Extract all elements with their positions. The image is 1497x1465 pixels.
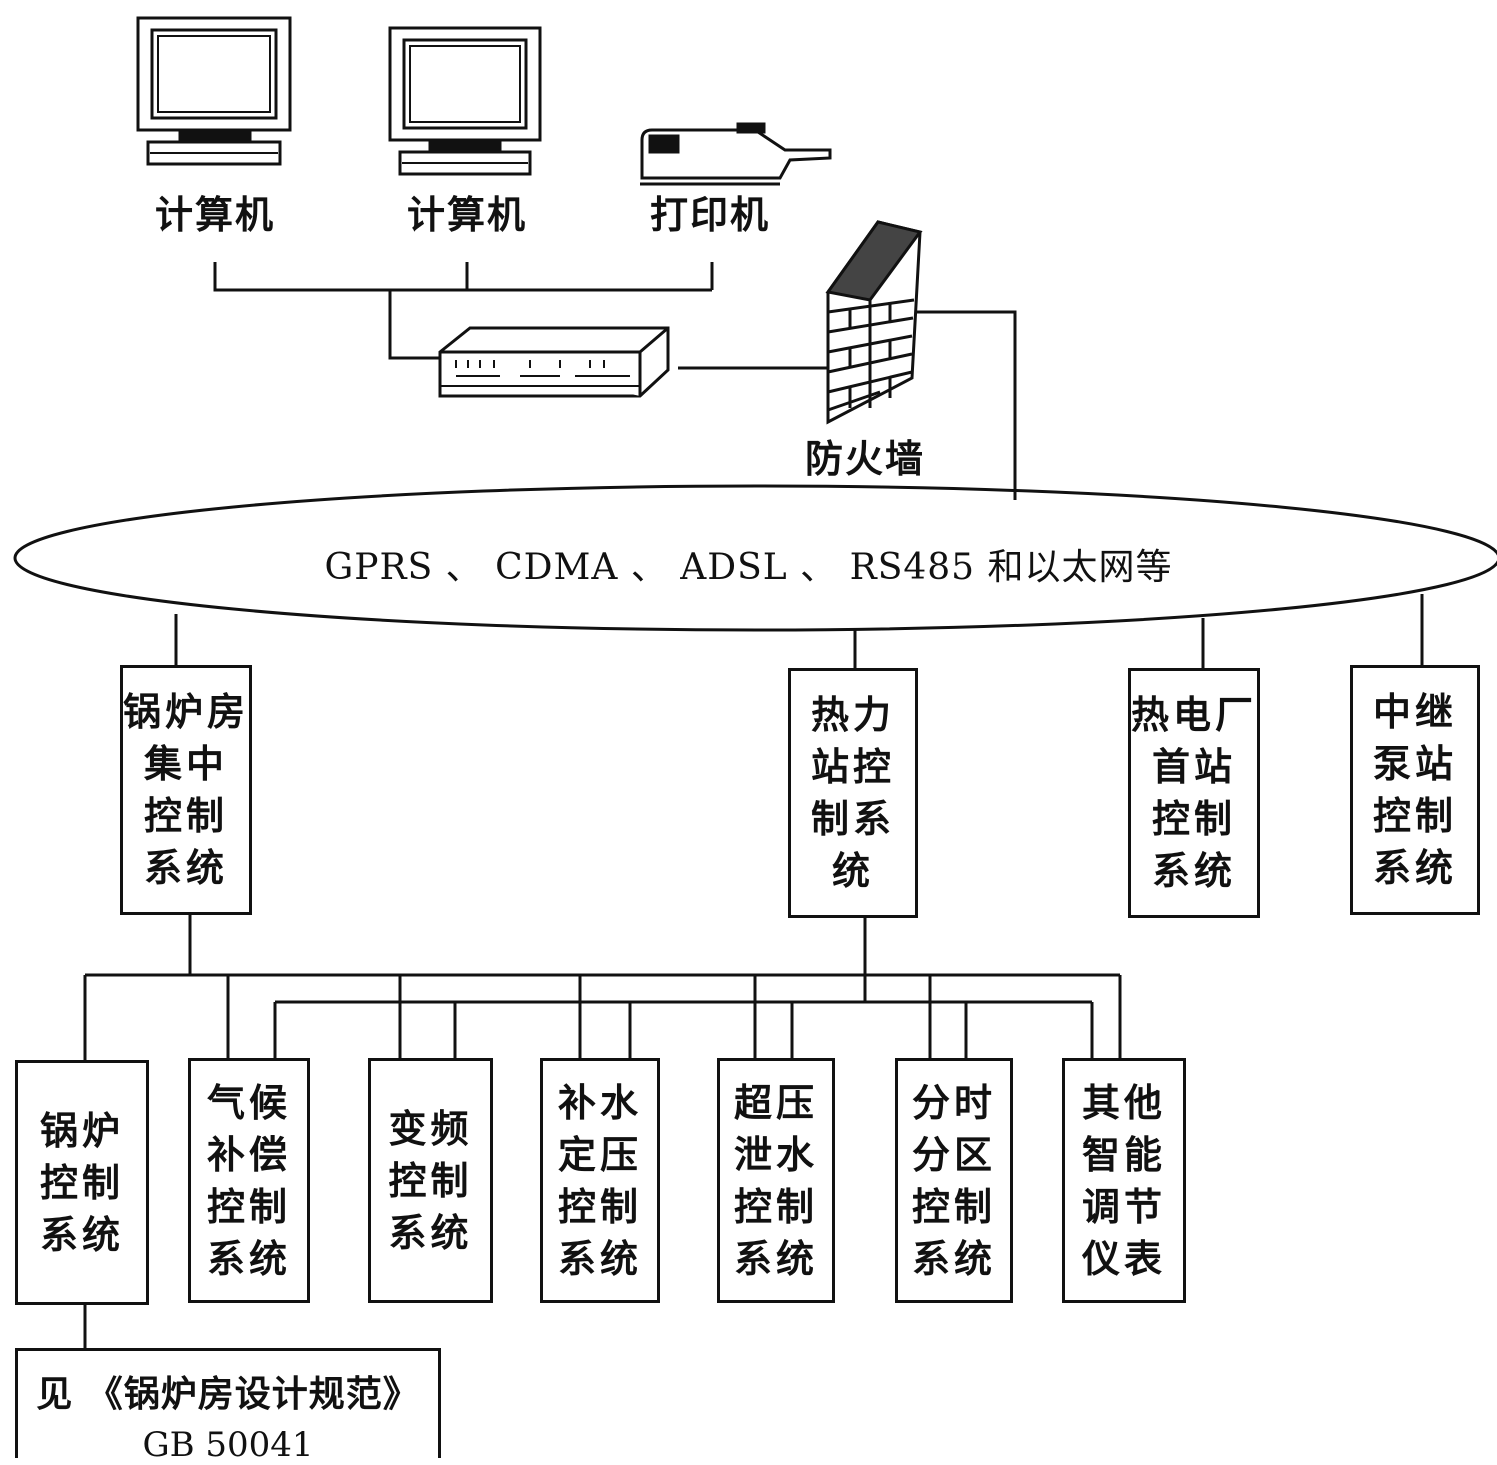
subsystem-line: 分区 [911, 1131, 996, 1177]
subsystem-line: 气候 [206, 1079, 291, 1125]
system-line: 首站 [1151, 744, 1236, 789]
subsystem-line: 控制 [388, 1157, 473, 1203]
system-box-power-plant: 热电厂 首站 控制 系统 [1128, 668, 1260, 918]
bus-boiler-room [83, 915, 1122, 1060]
reference-code: GB 50041 [142, 1425, 314, 1465]
reference-box: 见 《锅炉房设计规范》 GB 50041 [15, 1348, 441, 1465]
system-line: 系统 [1372, 845, 1457, 890]
subsystem-line: 仪表 [1081, 1235, 1166, 1281]
subsystem-line: 系统 [39, 1211, 124, 1257]
connector-devices [213, 262, 714, 360]
subsystem-box-climate: 气候 补偿 控制 系统 [188, 1058, 310, 1303]
subsystem-line: 控制 [557, 1183, 642, 1229]
subsystem-line: 其他 [1081, 1079, 1166, 1125]
computer-1-icon [136, 16, 292, 166]
subsystem-line: 系统 [557, 1235, 642, 1281]
network-ellipse [13, 484, 1497, 632]
system-box-relay-pump: 中继 泵站 控制 系统 [1350, 665, 1480, 915]
system-line: 热电厂 [1131, 692, 1258, 737]
printer-label: 打印机 [649, 192, 770, 237]
system-box-boiler-room: 锅炉房 集中 控制 系统 [120, 665, 252, 915]
subsystem-box-vfd: 变频 控制 系统 [368, 1058, 493, 1303]
system-line: 控制 [1151, 796, 1236, 841]
subsystem-line: 系统 [388, 1209, 473, 1255]
computer-2-icon [388, 26, 542, 176]
subsystem-line: 泄水 [733, 1131, 818, 1177]
system-line: 中继 [1372, 689, 1457, 734]
subsystem-line: 分时 [911, 1079, 996, 1125]
system-line: 制系 [810, 796, 895, 841]
firewall-icon [825, 220, 923, 425]
system-line: 泵站 [1372, 741, 1457, 786]
firewall-label: 防火墙 [804, 436, 925, 481]
computer-2-label: 计算机 [406, 192, 527, 237]
subsystem-line: 定压 [557, 1131, 642, 1177]
computer-1-label: 计算机 [154, 192, 275, 237]
subsystem-box-instruments: 其他 智能 调节 仪表 [1062, 1058, 1186, 1303]
subsystem-line: 控制 [39, 1159, 124, 1205]
subsystem-line: 智能 [1081, 1131, 1166, 1177]
system-line: 控制 [1372, 793, 1457, 838]
system-line: 控制 [143, 793, 228, 838]
reference-title: 见 《锅炉房设计规范》 [36, 1373, 420, 1415]
system-line: 系统 [1151, 848, 1236, 893]
subsystem-line: 控制 [911, 1183, 996, 1229]
subsystem-box-zoning: 分时 分区 控制 系统 [895, 1058, 1013, 1303]
system-line: 站控 [810, 744, 895, 789]
subsystem-line: 补水 [557, 1079, 642, 1125]
subsystem-line: 调节 [1081, 1183, 1166, 1229]
subsystem-box-makeup-water: 补水 定压 控制 系统 [540, 1058, 660, 1303]
network-label: GPRS 、 CDMA 、 ADSL 、 RS485 和以太网等 [324, 547, 1173, 588]
system-line: 统 [831, 848, 874, 893]
subsystem-line: 补偿 [206, 1131, 291, 1177]
subsystem-line: 控制 [206, 1183, 291, 1229]
subsystem-line: 超压 [733, 1079, 818, 1125]
subsystem-line: 系统 [733, 1235, 818, 1281]
system-line: 集中 [143, 741, 228, 786]
subsystem-line: 变频 [388, 1105, 473, 1151]
bus-heating-station [273, 918, 1094, 1058]
subsystem-box-boiler: 锅炉 控制 系统 [15, 1060, 149, 1305]
system-line: 热力 [810, 692, 895, 737]
subsystem-line: 系统 [206, 1235, 291, 1281]
subsystem-line: 锅炉 [39, 1107, 124, 1153]
subsystem-line: 控制 [733, 1183, 818, 1229]
subsystem-line: 系统 [911, 1235, 996, 1281]
system-line: 系统 [143, 845, 228, 890]
hub-icon [438, 326, 670, 398]
printer-icon [640, 122, 832, 186]
connector-network-systems [174, 594, 1424, 668]
connector-firewall-network [912, 310, 1017, 500]
subsystem-box-overpressure: 超压 泄水 控制 系统 [717, 1058, 835, 1303]
system-box-heating-station: 热力 站控 制系 统 [788, 668, 918, 918]
system-line: 锅炉房 [123, 689, 250, 734]
